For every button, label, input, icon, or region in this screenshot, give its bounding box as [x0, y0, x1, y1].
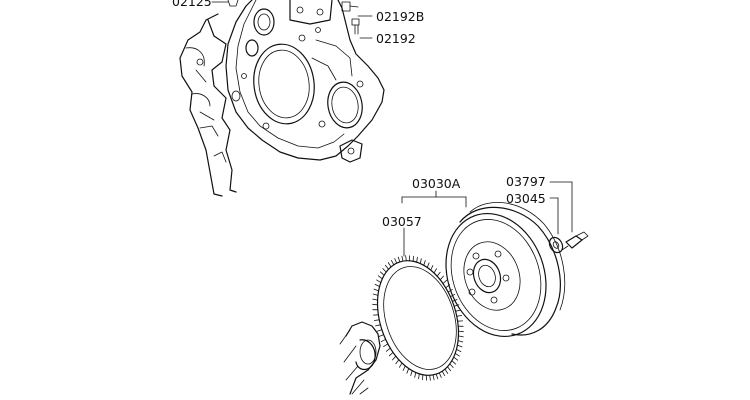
gear-tooth [454, 352, 460, 357]
gear-tooth [376, 279, 382, 284]
label-03797: 03797 [506, 174, 546, 189]
gear-tooth [376, 329, 383, 332]
gear-tooth [423, 260, 426, 266]
gear-tooth [390, 259, 395, 266]
gear-tooth [385, 347, 391, 352]
gear-tooth [456, 315, 463, 317]
gear-tooth [397, 256, 401, 263]
gear-tooth [372, 293, 379, 296]
label-03057: 03057 [382, 214, 422, 229]
bolt-02192b [341, 1, 359, 12]
gear-tooth [455, 348, 462, 353]
gear-tooth [394, 258, 398, 264]
gear-tooth [405, 255, 407, 262]
washer-03045 [548, 236, 564, 254]
label-02125: 02125 [172, 0, 212, 9]
gear-tooth [449, 363, 454, 368]
gear-tooth [457, 335, 464, 338]
bolt-03797 [561, 231, 589, 251]
gear-tooth [436, 271, 441, 277]
gear-tooth [447, 366, 452, 372]
gear-tooth [374, 283, 381, 288]
gear-tooth [401, 255, 404, 262]
gear-tooth [373, 288, 380, 292]
gear-tooth [414, 372, 417, 378]
gear-tooth [378, 334, 385, 337]
gear-tooth [458, 330, 464, 333]
label-02192: 02192 [376, 31, 416, 46]
gear-tooth [439, 275, 444, 281]
gear-tooth [388, 351, 394, 357]
gear-tooth [451, 360, 457, 365]
gear-tooth [392, 355, 397, 361]
gear-tooth [372, 303, 378, 306]
label-03030a: 03030A [412, 176, 461, 191]
flywheel [445, 202, 566, 338]
label-03045: 03045 [506, 191, 546, 206]
gear-tooth [406, 368, 410, 374]
gear-tooth [457, 340, 464, 343]
gear-tooth [410, 370, 413, 376]
gear-tooth [380, 338, 387, 343]
gear-tooth [383, 343, 389, 348]
gear-tooth [438, 372, 442, 378]
gear-tooth [456, 344, 463, 348]
gear-tooth [418, 373, 420, 380]
gear-tooth [453, 356, 459, 361]
gear-tooth [419, 258, 422, 264]
gear-tooth [441, 370, 446, 377]
gear-tooth [453, 304, 460, 307]
gear-tooth [395, 359, 400, 365]
engine-block-fragment [179, 13, 237, 197]
ring-gear [372, 255, 464, 381]
gear-tooth [442, 279, 448, 285]
gear-tooth [455, 309, 461, 312]
gear-tooth [402, 365, 406, 371]
flywheel-housing [225, 0, 385, 163]
gear-tooth [444, 368, 449, 374]
gear-tooth [373, 319, 380, 321]
gear-tooth [375, 324, 381, 327]
gear-tooth [384, 264, 389, 270]
gear-tooth [435, 373, 439, 380]
bolt-02192 [351, 18, 360, 35]
bolt-02125 [227, 0, 239, 7]
gear-tooth [382, 268, 387, 273]
leader-lines [211, 1, 573, 257]
gear-tooth [416, 256, 418, 263]
gear-tooth [372, 298, 379, 301]
gear-tooth [432, 374, 435, 381]
gear-tooth [387, 262, 392, 268]
label-02192b: 02192B [376, 9, 424, 24]
gear-tooth [426, 262, 430, 268]
gear-tooth [433, 268, 438, 274]
gear-tooth [398, 362, 403, 368]
gear-tooth [379, 271, 385, 276]
gear-tooth [429, 374, 431, 381]
crankshaft-end [339, 321, 381, 395]
ring-gear-teeth [372, 255, 464, 381]
gear-tooth [430, 265, 434, 271]
gear-tooth [377, 275, 383, 280]
